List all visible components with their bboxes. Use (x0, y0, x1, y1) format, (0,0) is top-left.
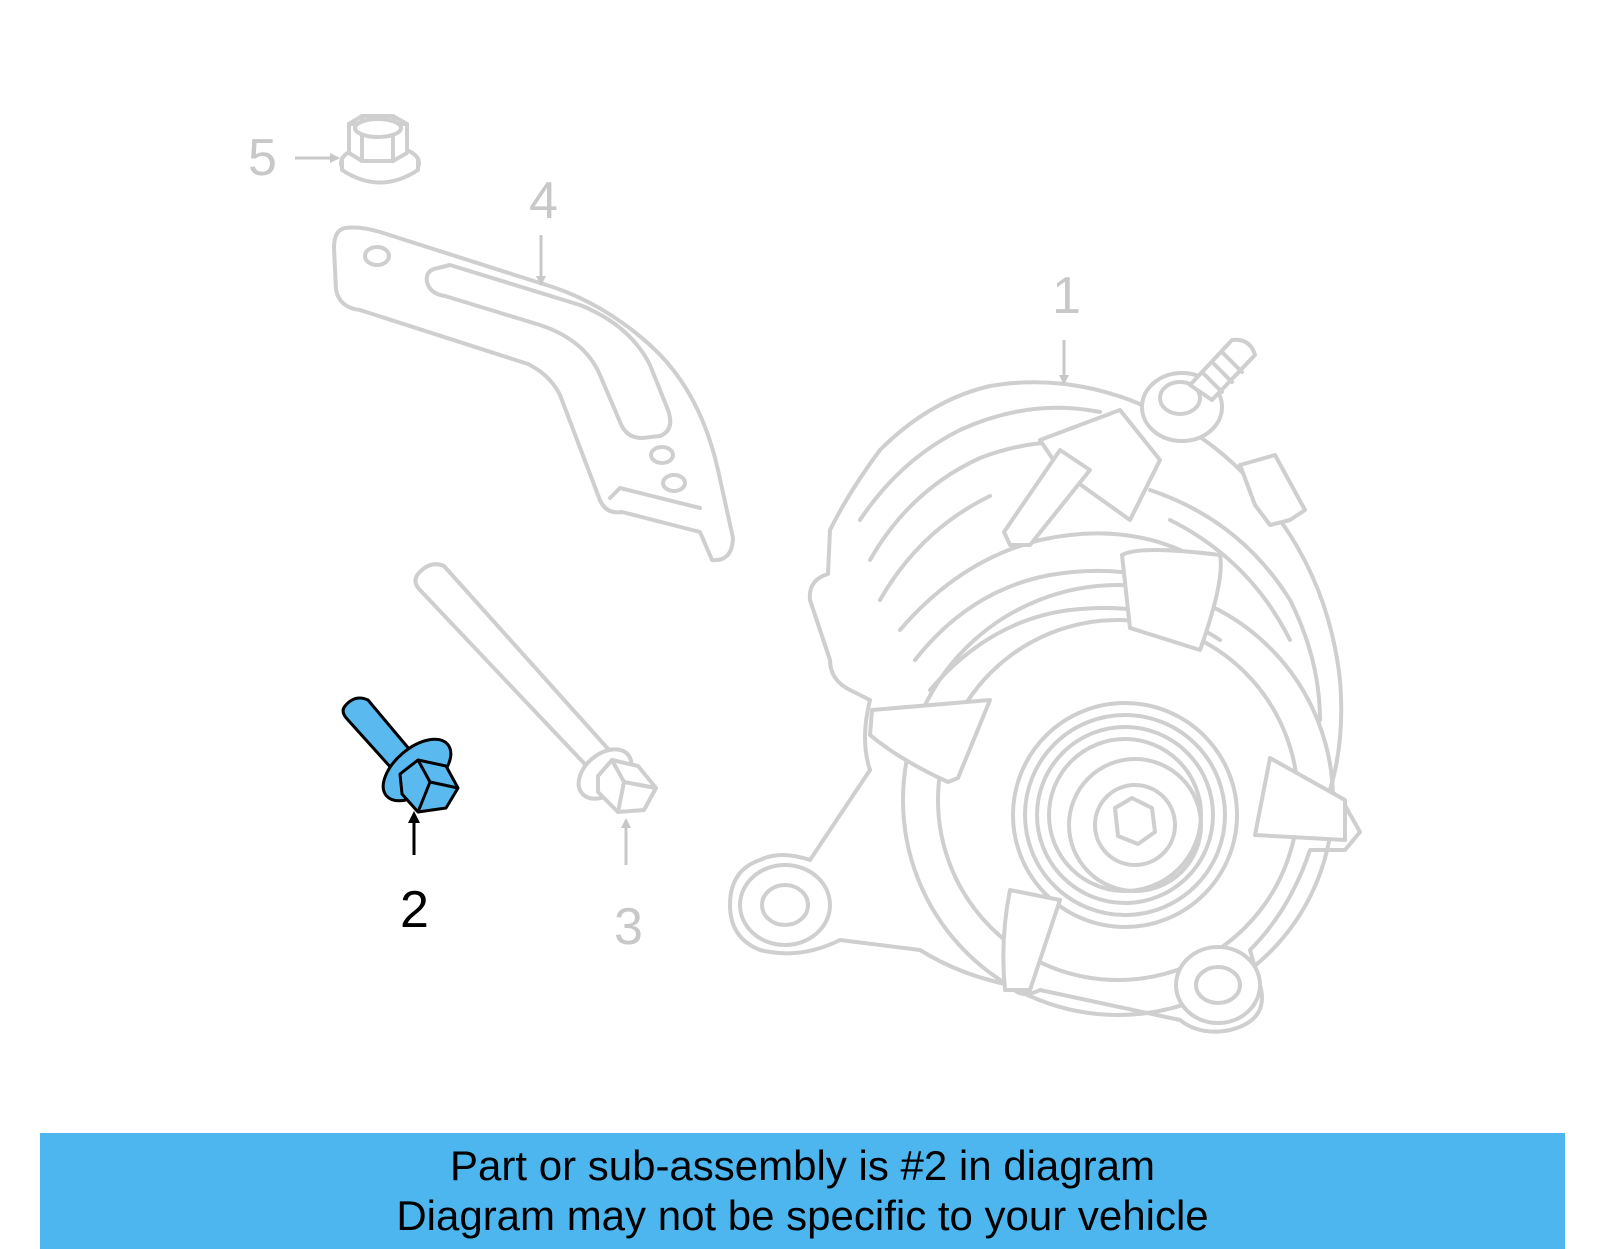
callout-1: 1 (1052, 267, 1081, 325)
part-1-alternator (728, 337, 1362, 1034)
part-2-bolt-highlighted (341, 696, 460, 814)
part-3-long-bolt (413, 562, 658, 814)
callout-5: 5 (248, 129, 277, 187)
callout-3: 3 (614, 898, 643, 956)
banner-line-2: Diagram may not be specific to your vehi… (396, 1192, 1209, 1239)
callout-4: 4 (529, 172, 558, 230)
part-4-bracket (332, 225, 735, 563)
part-5-flange-nut (339, 114, 421, 185)
callout-2: 2 (400, 881, 429, 939)
banner-line-1: Part or sub-assembly is #2 in diagram (450, 1142, 1155, 1189)
info-banner: Part or sub-assembly is #2 in diagram Di… (40, 1133, 1565, 1249)
